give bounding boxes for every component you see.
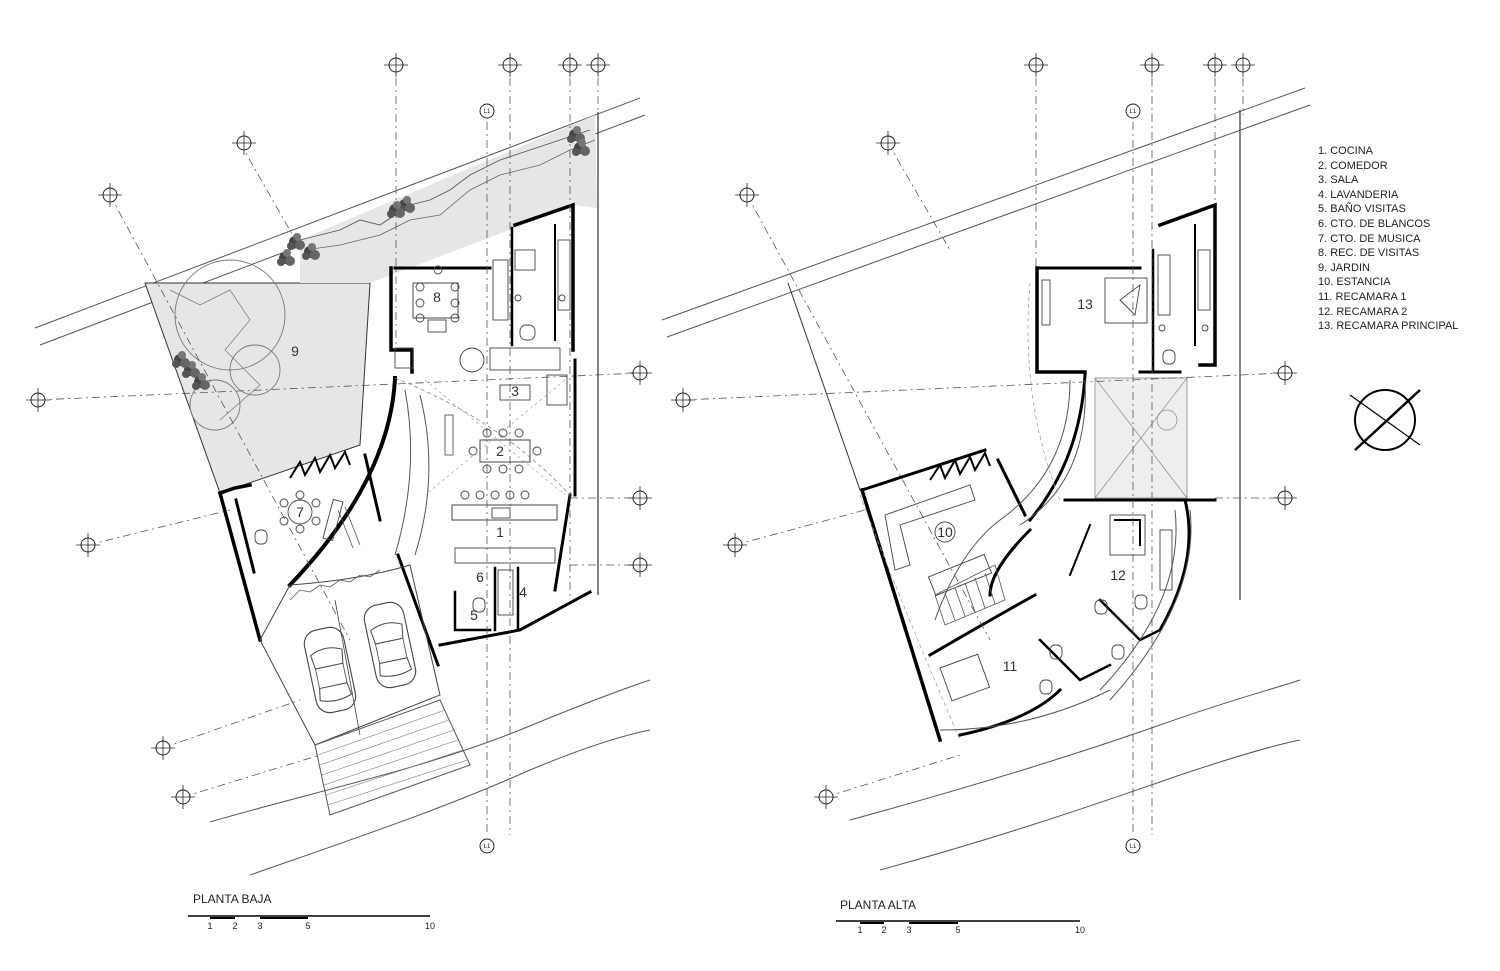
room-label-9: 9 — [291, 343, 299, 359]
svg-text:3: 3 — [906, 925, 911, 935]
upper-scale-bar: 1 2 3 5 10 — [836, 920, 1085, 935]
axis-tag-bottom: L1 — [484, 844, 491, 850]
car-icon — [301, 599, 419, 716]
room-legend: 1. COCINA 2. COMEDOR 3. SALA 4. LAVANDER… — [1318, 144, 1458, 334]
upper-floor-plan: 10 11 12 13 L1 — [661, 52, 1311, 935]
svg-text:2: 2 — [881, 925, 886, 935]
axis-tag-top: L1 — [484, 109, 491, 115]
svg-text:10: 10 — [1075, 925, 1085, 935]
svg-text:2: 2 — [232, 921, 237, 931]
room-label-7: 7 — [296, 504, 304, 520]
upper-room-labels: 10 11 12 13 — [937, 296, 1126, 674]
axis-tag-bottom-upper: L1 — [1130, 844, 1137, 850]
room-label-5: 5 — [470, 607, 478, 623]
svg-text:3: 3 — [257, 921, 262, 931]
svg-text:5: 5 — [955, 925, 960, 935]
north-arrow-icon — [1349, 389, 1421, 451]
ground-room-labels: 1 2 3 4 5 6 7 8 9 — [291, 289, 527, 623]
room-label-2: 2 — [496, 443, 504, 459]
ground-plan-title: PLANTA BAJA — [193, 892, 271, 906]
legend-item: 5. BAÑO VISITAS — [1318, 203, 1406, 216]
legend-item: 8. REC. DE VISITAS — [1318, 247, 1420, 260]
legend-item: 3. SALA — [1318, 174, 1359, 187]
svg-text:10: 10 — [425, 921, 435, 931]
garden-area — [144, 282, 371, 494]
legend-item: 1. COCINA — [1318, 145, 1374, 157]
legend-item: 11. RECAMARA 1 — [1318, 290, 1407, 303]
room-label-11: 11 — [1003, 658, 1018, 674]
room-label-3: 3 — [511, 383, 519, 399]
room-label-4: 4 — [519, 584, 527, 600]
svg-text:1: 1 — [857, 925, 862, 935]
room-label-8: 8 — [433, 289, 441, 305]
ground-scale-bar: 1 2 3 5 10 — [188, 915, 435, 931]
legend-item: 7. CTO. DE MUSICA — [1318, 232, 1421, 245]
room-label-1: 1 — [496, 524, 504, 540]
svg-text:5: 5 — [305, 921, 310, 931]
room-label-12: 12 — [1110, 567, 1126, 583]
room-label-13: 13 — [1077, 296, 1093, 312]
legend-item: 10. ESTANCIA — [1318, 276, 1391, 289]
legend-item: 13. RECAMARA PRINCIPAL — [1318, 320, 1459, 333]
room-label-10: 10 — [937, 524, 953, 540]
legend-item: 12. RECAMARA 2 — [1318, 305, 1408, 318]
svg-text:1: 1 — [207, 921, 212, 931]
legend-item: 6. CTO. DE BLANCOS — [1318, 217, 1431, 230]
upper-plan-title: PLANTA ALTA — [840, 898, 916, 912]
ground-floor-plan: 1 2 3 4 5 6 7 8 9 — [25, 52, 653, 931]
grid-axis-marker-icon — [670, 52, 1298, 810]
axis-tag-top-upper: L1 — [1130, 109, 1137, 115]
legend-item: 4. LAVANDERIA — [1318, 188, 1399, 201]
legend-item: 2. COMEDOR — [1318, 159, 1388, 172]
legend-item: 9. JARDIN — [1318, 261, 1370, 274]
room-label-6: 6 — [476, 569, 484, 585]
